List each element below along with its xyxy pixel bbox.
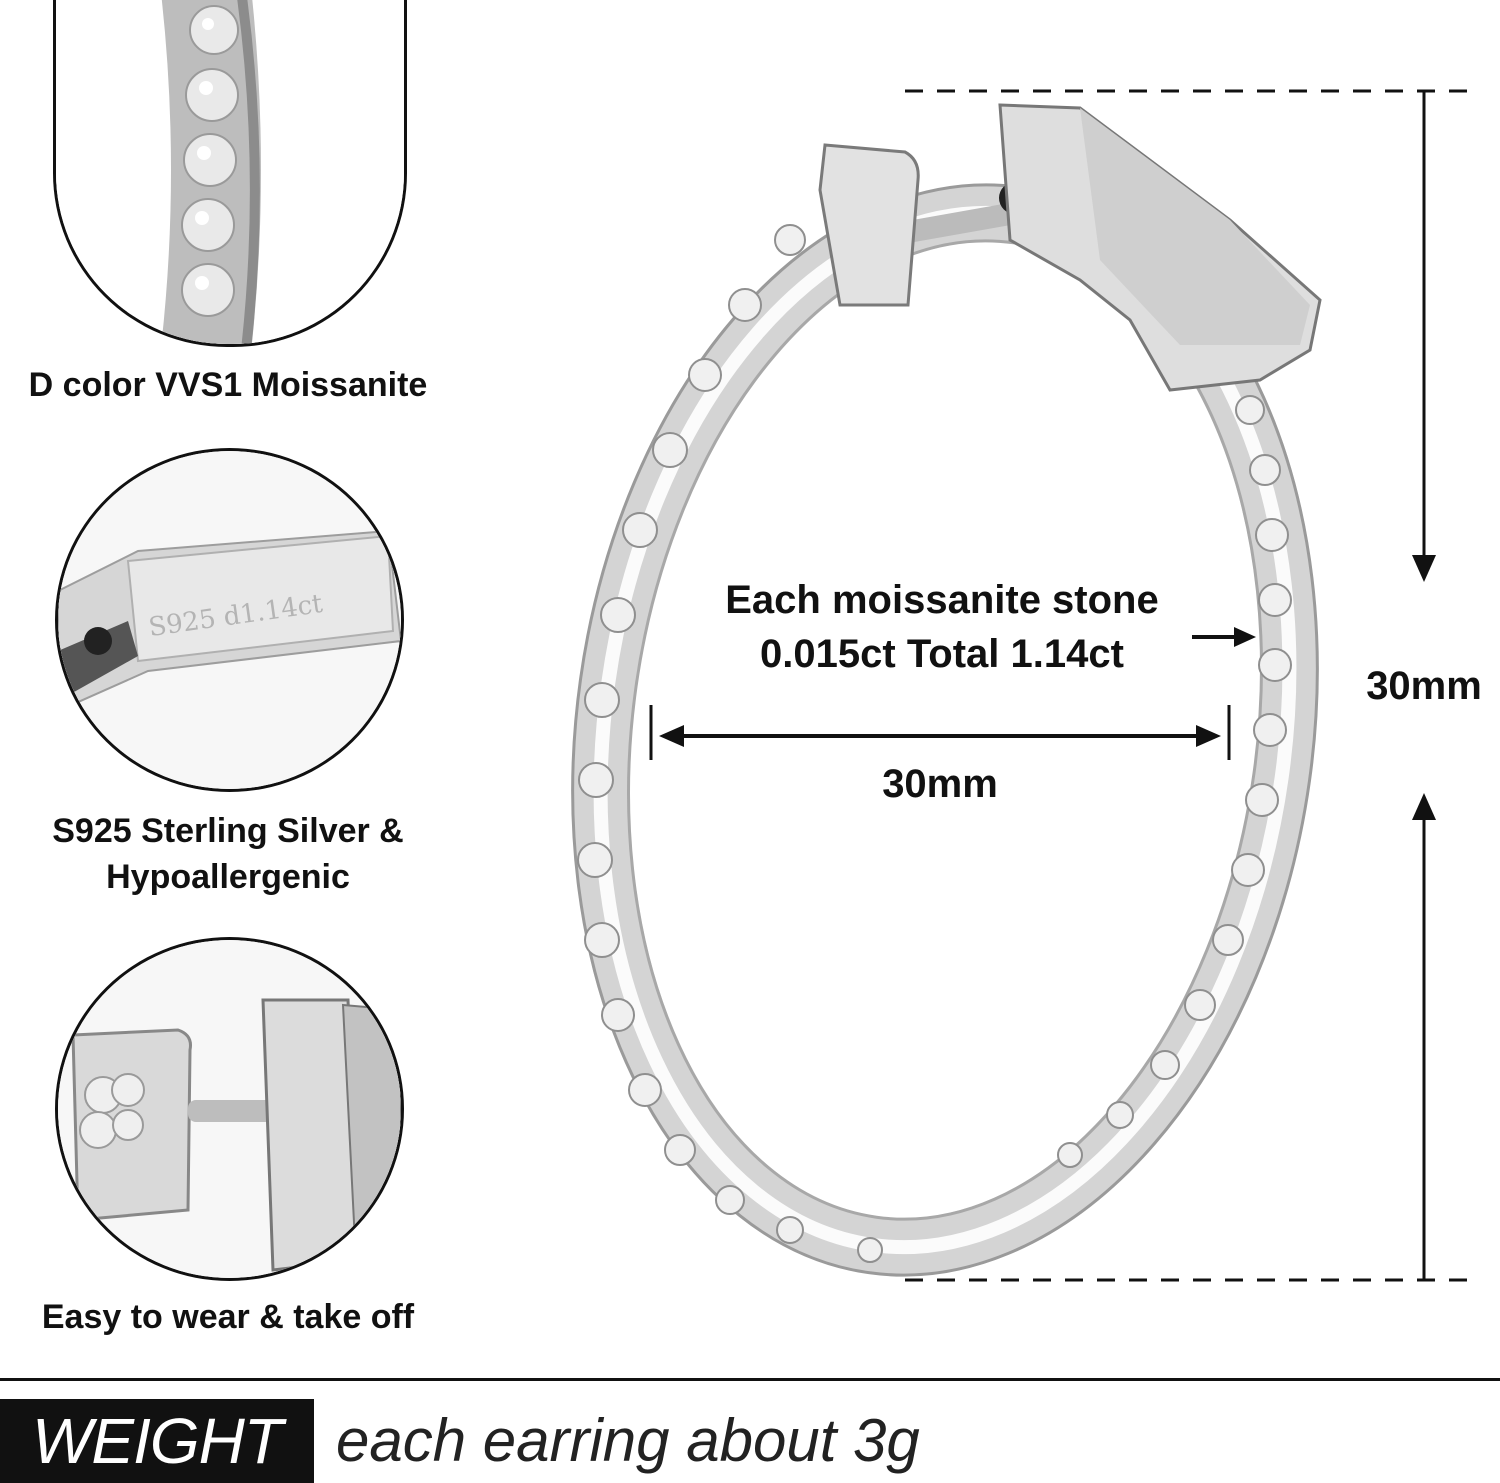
- stone-row-icon: [577, 165, 1292, 1263]
- footer-divider: [0, 1378, 1500, 1381]
- hoop-earring-image: [571, 103, 1322, 1277]
- feature-caption-clasp: Easy to wear & take off: [41, 1298, 415, 1336]
- width-label: 30mm: [882, 762, 998, 806]
- stone-row-icon: [56, 0, 404, 344]
- stone-info-line1: Each moissanite stone: [725, 578, 1159, 622]
- stone-info-line2: 0.015ct Total 1.14ct: [760, 632, 1124, 676]
- feature-caption-moissanite: D color VVS1 Moissanite: [28, 366, 428, 404]
- feature-caption-silver-line2: Hypoallergenic: [106, 858, 350, 896]
- moissanite-closeup-image: [53, 0, 407, 347]
- weight-label: WEIGHT: [0, 1399, 314, 1483]
- hallmark-bar-icon: [58, 451, 401, 789]
- hallmark-closeup-image: S925 d1.14ct: [55, 448, 404, 792]
- feature-caption-silver-line1: S925 Sterling Silver &: [52, 812, 404, 850]
- height-label: 30mm: [1366, 664, 1482, 708]
- dimension-guides: [649, 89, 1478, 1282]
- clasp-icon: [58, 940, 401, 1278]
- weight-description: each earring about 3g: [336, 1407, 920, 1474]
- clasp-closeup-image: [55, 937, 404, 1281]
